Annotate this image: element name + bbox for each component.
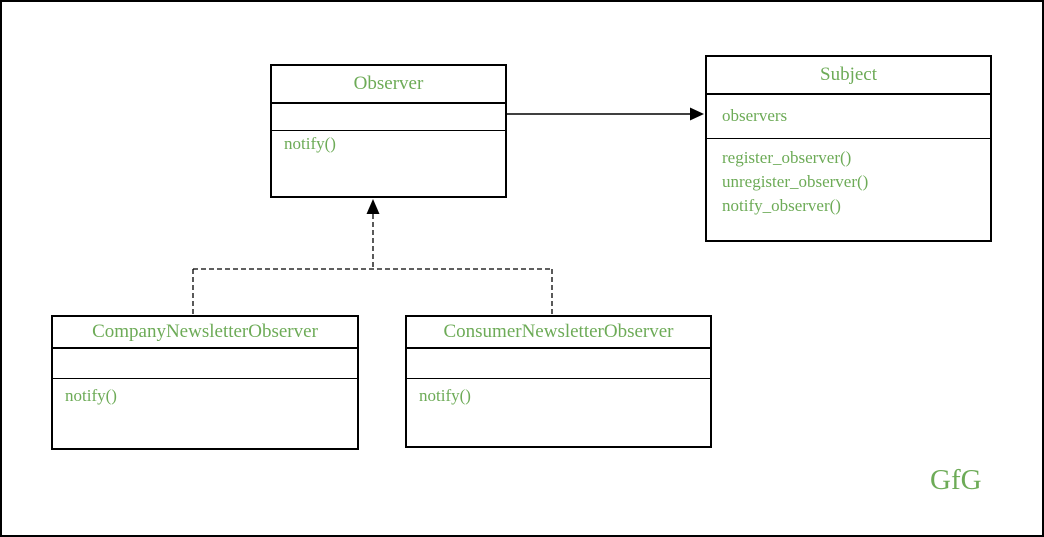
class-consumer-newsletter-observer-title: ConsumerNewsletterObserver <box>407 317 710 349</box>
gfg-watermark: GfG <box>930 464 982 496</box>
class-subject-methods: register_observer() unregister_observer(… <box>707 139 990 218</box>
method-label: unregister_observer() <box>722 172 869 191</box>
class-observer-attributes <box>272 104 505 131</box>
method-label: notify() <box>284 134 336 153</box>
class-company-newsletter-observer-methods: notify() <box>53 379 357 406</box>
class-company-newsletter-observer-attributes <box>53 349 357 379</box>
method-label: notify_observer() <box>722 196 841 215</box>
class-observer-methods: notify() <box>272 131 505 154</box>
class-subject: Subject observers register_observer() un… <box>705 55 992 242</box>
class-observer-title: Observer <box>272 66 505 104</box>
realization-arrowhead-icon <box>366 199 380 214</box>
method-label: notify() <box>419 386 471 405</box>
method-label: notify() <box>65 386 117 405</box>
class-company-newsletter-observer-title: CompanyNewsletterObserver <box>53 317 357 349</box>
class-consumer-newsletter-observer-methods: notify() <box>407 379 710 406</box>
class-subject-attributes: observers <box>707 95 990 139</box>
class-consumer-newsletter-observer-attributes <box>407 349 710 379</box>
class-company-newsletter-observer: CompanyNewsletterObserver notify() <box>51 315 359 450</box>
class-observer: Observer notify() <box>270 64 507 198</box>
class-consumer-newsletter-observer: ConsumerNewsletterObserver notify() <box>405 315 712 448</box>
association-arrowhead-icon <box>690 107 704 121</box>
class-subject-title: Subject <box>707 57 990 95</box>
method-label: register_observer() <box>722 148 852 167</box>
attribute-label: observers <box>722 106 788 125</box>
